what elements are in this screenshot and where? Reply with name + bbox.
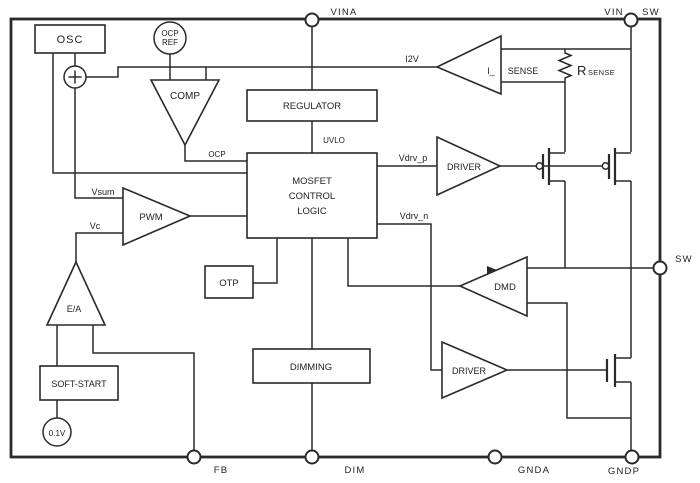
logic-label-1: MOSFET xyxy=(292,176,332,187)
error-amplifier xyxy=(45,260,107,326)
pin-label-vina: VINA xyxy=(331,7,358,18)
pin-dim xyxy=(304,449,320,465)
dimming-block xyxy=(252,348,371,384)
dmd-direction-arrow-icon xyxy=(487,266,497,274)
pin-gndp xyxy=(624,449,640,465)
regulator-label: REGULATOR xyxy=(283,101,341,112)
pin-sw xyxy=(652,260,668,276)
rsense-resistor xyxy=(557,49,573,82)
otp-label: OTP xyxy=(219,278,239,289)
vref-label: 0.1V xyxy=(49,429,66,438)
pin-label-sw-right: SW xyxy=(675,254,693,265)
error-amp-label: E/A xyxy=(67,304,82,314)
comp-comparator xyxy=(149,79,221,147)
pin-label-fb: FB xyxy=(214,465,229,476)
vdrv-n-label: Vdrv_n xyxy=(400,211,429,221)
round-nodes xyxy=(42,21,187,447)
dimming-label: DIMMING xyxy=(290,362,332,373)
pin-label-gndp: GNDP xyxy=(608,466,640,477)
driver-bottom-label: DRIVER xyxy=(452,366,487,376)
package-pins xyxy=(186,12,668,465)
driver-top xyxy=(436,135,502,197)
vc-label: Vc xyxy=(90,221,101,231)
rsense-label: R xyxy=(577,63,586,78)
isense-amplifier xyxy=(435,34,502,96)
i2v-label: I2V xyxy=(405,54,419,64)
pmos-left-gate-bubble xyxy=(535,162,544,170)
regulator-block xyxy=(246,89,378,122)
rsense-subscript: SENSE xyxy=(588,68,615,77)
nmos-lowside xyxy=(605,354,617,387)
pwm-label: PWM xyxy=(139,212,162,223)
plus-icon xyxy=(68,70,82,84)
isense-label-1: I_ xyxy=(487,66,496,76)
logic-label-2: CONTROL xyxy=(289,191,335,202)
uvlo-label: UVLO xyxy=(323,136,345,145)
circuit-wires xyxy=(52,20,660,457)
dmd-label: DMD xyxy=(494,282,516,293)
vsum-label: Vsum xyxy=(91,187,114,197)
pin-label-vin: VIN xyxy=(604,7,623,18)
otp-block xyxy=(204,265,254,299)
pin-vin xyxy=(623,12,639,28)
pin-label-gnda: GNDA xyxy=(518,465,550,476)
vdrv-p-label: Vdrv_p xyxy=(399,153,428,163)
pin-label-dim: DIM xyxy=(344,465,365,476)
pwm-comparator xyxy=(122,186,193,247)
labels: OSC OCP REF COMP REGULATOR UVLO OCP MOSF… xyxy=(49,7,693,477)
pin-fb xyxy=(186,449,202,465)
soft-start-label: SOFT-START xyxy=(51,379,107,389)
driver-bottom xyxy=(441,340,510,400)
function-blocks xyxy=(34,24,378,401)
ocp-ref-source xyxy=(153,21,187,55)
pin-label-sw-top: SW xyxy=(642,7,660,18)
power-mosfets xyxy=(535,148,617,387)
ocp-signal-label: OCP xyxy=(208,150,225,159)
pmos-right-gate-bubble xyxy=(601,162,610,170)
logic-label-3: LOGIC xyxy=(297,206,327,217)
soft-start-block xyxy=(39,365,119,401)
isense-label-2: SENSE xyxy=(508,66,539,76)
amplifiers xyxy=(45,34,528,400)
pin-vina xyxy=(304,12,320,28)
mosfet-control-logic-block xyxy=(246,152,378,239)
osc-label: OSC xyxy=(57,34,84,46)
osc-block xyxy=(34,24,106,54)
ocp-ref-label-1: OCP xyxy=(161,29,178,38)
comp-label: COMP xyxy=(170,91,200,102)
pin-gnda xyxy=(487,449,503,465)
ocp-ref-label-2: REF xyxy=(162,38,178,47)
dmd-comparator xyxy=(458,255,528,318)
vref-source xyxy=(42,417,72,447)
ic-boundary xyxy=(9,17,662,459)
pmos-right xyxy=(607,148,617,185)
driver-top-label: DRIVER xyxy=(447,162,482,172)
